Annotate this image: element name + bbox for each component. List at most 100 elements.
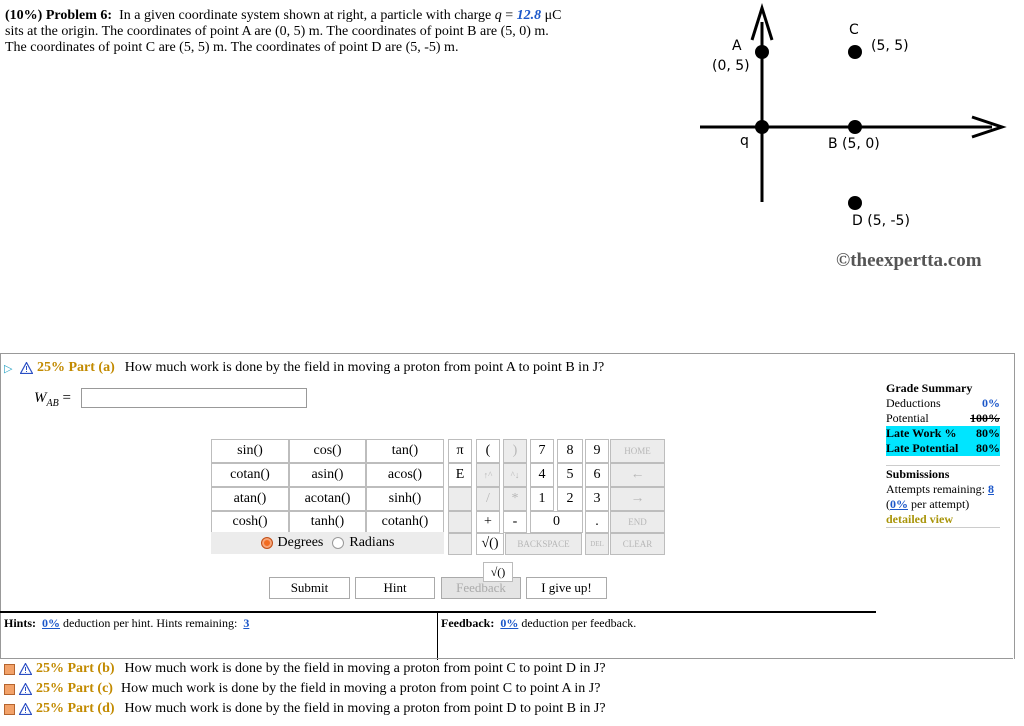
key-home[interactable]: HOME — [610, 439, 665, 463]
charge-symbol: q — [494, 8, 502, 23]
label-c: C — [849, 22, 859, 38]
hint-button[interactable]: Hint — [355, 577, 435, 599]
key-8[interactable]: 8 — [557, 439, 583, 463]
key-atan[interactable]: atan() — [211, 487, 289, 511]
part-a-tag: 25% Part (a) — [37, 360, 115, 375]
key-decimal[interactable]: . — [585, 511, 609, 533]
key-5[interactable]: 5 — [557, 463, 583, 487]
key-2[interactable]: 2 — [557, 487, 583, 511]
key-minus[interactable]: - — [503, 511, 527, 533]
feedback-info: Feedback: 0% deduction per feedback. — [441, 616, 636, 631]
key-cotan[interactable]: cotan() — [211, 463, 289, 487]
part-a-panel — [0, 353, 1015, 659]
warning-icon — [19, 703, 32, 715]
parts-divider — [0, 658, 1013, 659]
key-asin[interactable]: asin() — [289, 463, 366, 487]
key-acotan[interactable]: acotan() — [289, 487, 366, 511]
key-plus[interactable]: + — [476, 511, 500, 533]
label-d: D (5, -5) — [852, 213, 910, 229]
key-down[interactable]: ^↓ — [503, 463, 527, 487]
key-del[interactable]: DEL — [585, 533, 609, 555]
late-potential-value: 80% — [976, 441, 1000, 455]
coordinate-diagram: A (0, 5) C (5, 5) q B (5, 0) D (5, -5) — [690, 0, 1024, 280]
submit-button[interactable]: Submit — [269, 577, 350, 599]
key-up[interactable]: ↑^ — [476, 463, 500, 487]
key-7[interactable]: 7 — [530, 439, 554, 463]
hints-remaining[interactable]: 3 — [243, 616, 250, 630]
hints-info: Hints: 0% deduction per hint. Hints rema… — [4, 616, 249, 631]
key-end[interactable]: END — [610, 511, 665, 533]
key-blank-2 — [448, 511, 472, 533]
charge-unit: μC — [541, 8, 562, 23]
late-work-value: 80% — [976, 426, 1000, 440]
hints-feedback-bar — [0, 611, 876, 660]
collapsed-part-icon[interactable] — [4, 663, 15, 675]
key-lparen[interactable]: ( — [476, 439, 500, 463]
coord-c: (5, 5) — [871, 38, 909, 54]
degrees-label: Degrees — [277, 535, 324, 550]
key-left-arrow[interactable]: ← — [610, 463, 665, 487]
warning-icon — [19, 683, 32, 695]
per-attempt-label: per attempt) — [908, 497, 970, 511]
part-a-header[interactable]: ▷ 25% Part (a) How much work is done by … — [4, 360, 604, 376]
key-clear[interactable]: CLEAR — [610, 533, 665, 555]
key-sin[interactable]: sin() — [211, 439, 289, 463]
problem-statement: (10%) Problem 6: In a given coordinate s… — [5, 8, 695, 56]
key-0[interactable]: 0 — [530, 511, 583, 533]
radians-radio[interactable] — [332, 537, 345, 549]
problem-text-3: The coordinates of point C are (5, 5) m.… — [5, 40, 459, 55]
key-sqrt[interactable]: √() — [476, 533, 504, 555]
point-a — [755, 45, 769, 59]
collapsed-part-icon[interactable] — [4, 683, 15, 695]
key-acos[interactable]: acos() — [366, 463, 444, 487]
angle-mode-selector: Degrees Radians — [211, 532, 444, 554]
key-4[interactable]: 4 — [530, 463, 554, 487]
key-rparen[interactable]: ) — [503, 439, 527, 463]
key-sinh[interactable]: sinh() — [366, 487, 444, 511]
key-pi[interactable]: π — [448, 439, 472, 463]
per-attempt-value[interactable]: 0% — [890, 497, 908, 511]
label-b: B (5, 0) — [828, 136, 880, 152]
key-6[interactable]: 6 — [585, 463, 609, 487]
key-tanh[interactable]: tanh() — [289, 511, 366, 533]
key-blank-3 — [448, 533, 472, 555]
key-1[interactable]: 1 — [530, 487, 554, 511]
attempts-label: Attempts remaining: — [886, 482, 985, 496]
key-right-arrow[interactable]: → — [610, 487, 665, 511]
grade-summary-title: Grade Summary — [886, 381, 973, 395]
collapsed-part-icon[interactable] — [4, 703, 15, 715]
key-e[interactable]: E — [448, 463, 472, 487]
key-divide[interactable]: / — [476, 487, 500, 511]
key-cos[interactable]: cos() — [289, 439, 366, 463]
key-9[interactable]: 9 — [585, 439, 609, 463]
key-cotanh[interactable]: cotanh() — [366, 511, 444, 533]
give-up-button[interactable]: I give up! — [526, 577, 607, 599]
answer-input[interactable] — [81, 388, 307, 408]
key-tan[interactable]: tan() — [366, 439, 444, 463]
watermark: ©theexpertta.com — [836, 250, 982, 271]
axes-svg — [700, 2, 1007, 210]
deductions-label: Deductions — [886, 396, 941, 410]
attempts-value[interactable]: 8 — [987, 482, 994, 496]
expand-triangle-icon[interactable]: ▷ — [4, 362, 13, 375]
key-multiply[interactable]: * — [503, 487, 527, 511]
sqrt-tooltip: √() — [483, 562, 513, 582]
warning-icon — [20, 362, 33, 374]
hints-deduction-value[interactable]: 0% — [42, 616, 61, 630]
potential-label: Potential — [886, 411, 929, 425]
attempts-row: Attempts remaining: 8 — [886, 482, 1000, 497]
key-backspace[interactable]: BACKSPACE — [505, 533, 582, 555]
part-c-row[interactable]: 25% Part (c) How much work is done by th… — [4, 681, 600, 697]
feedback-label: Feedback: — [441, 616, 495, 630]
part-d-row[interactable]: 25% Part (d) How much work is done by th… — [4, 701, 606, 717]
feedback-button[interactable]: Feedback — [441, 577, 521, 599]
degrees-radio[interactable] — [260, 537, 273, 549]
key-cosh[interactable]: cosh() — [211, 511, 289, 533]
hints-text: deduction per hint. Hints remaining: — [60, 616, 241, 630]
part-b-row[interactable]: 25% Part (b) How much work is done by th… — [4, 661, 606, 677]
feedback-deduction-value[interactable]: 0% — [500, 616, 519, 630]
key-3[interactable]: 3 — [585, 487, 609, 511]
detailed-view-link[interactable]: detailed view — [886, 512, 953, 526]
